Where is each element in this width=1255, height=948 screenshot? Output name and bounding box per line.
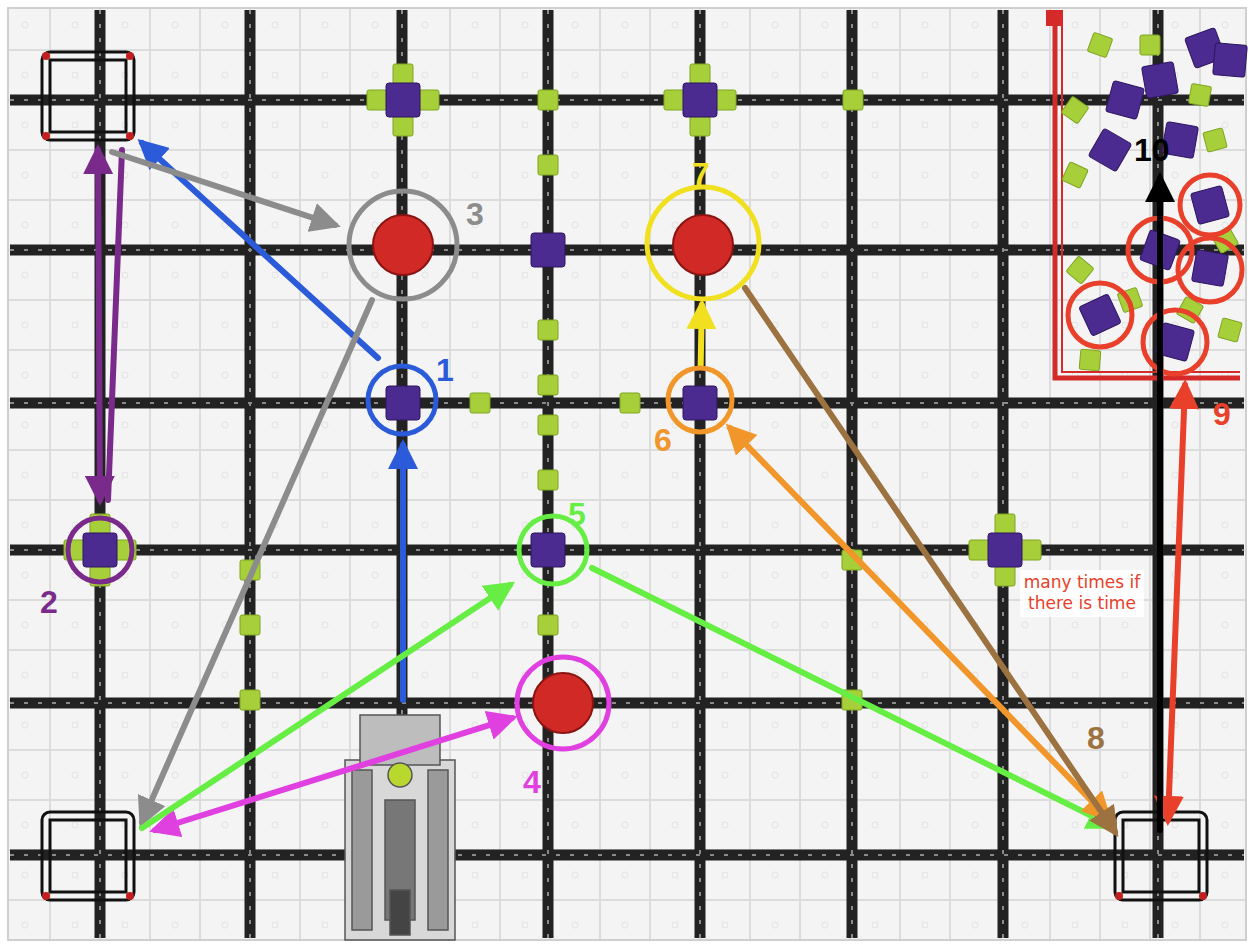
callout-number: 2	[40, 586, 58, 618]
callout-number: 6	[654, 424, 672, 456]
callout-number: 9	[1213, 398, 1231, 430]
note-text: many times if there is time	[1020, 570, 1144, 617]
callout-number: 8	[1087, 722, 1105, 754]
target-circle: 6	[665, 365, 735, 435]
callout-number: 4	[523, 766, 541, 798]
target-circle: 4	[514, 654, 612, 752]
route-arrow	[701, 305, 702, 365]
target-circle: 1	[365, 363, 439, 437]
callout-number: 10	[1134, 134, 1170, 166]
target-circle: 5	[516, 513, 590, 587]
callout-number: 7	[692, 158, 710, 190]
target-circle: 3	[346, 188, 460, 302]
callout-number: 1	[436, 354, 454, 386]
callout-number: 5	[568, 498, 586, 530]
target-circle: 2	[65, 515, 135, 585]
callout-number: 3	[466, 198, 484, 230]
target-circle: 7	[644, 184, 762, 302]
